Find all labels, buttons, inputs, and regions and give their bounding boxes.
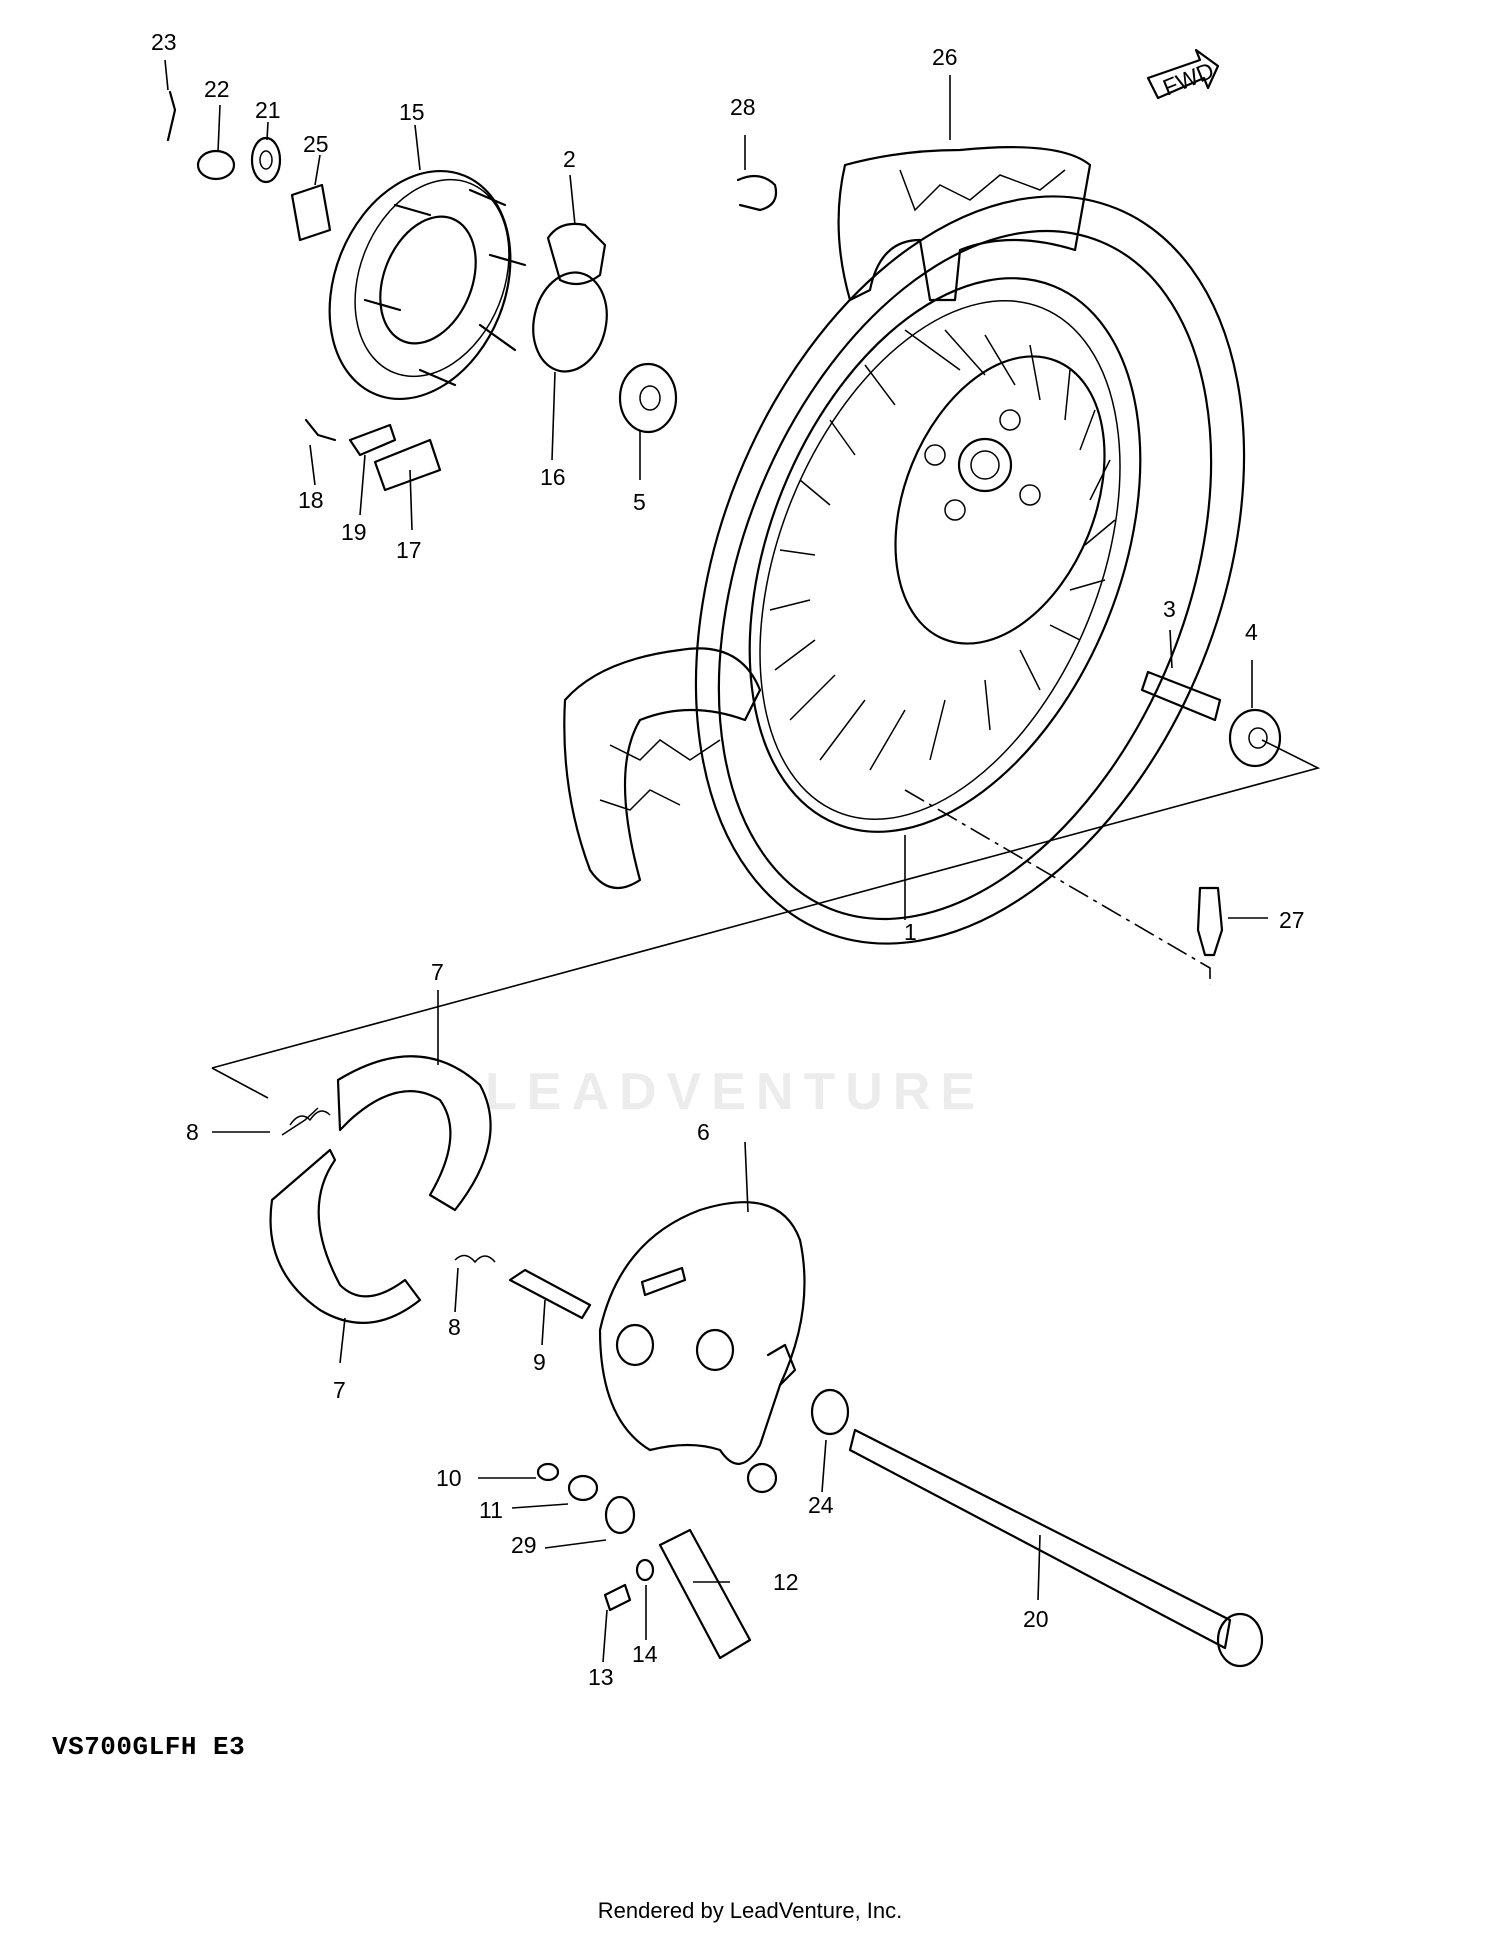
callout-26: 26 — [932, 44, 958, 70]
callout-2: 2 — [563, 146, 576, 172]
callout-13: 13 — [588, 1664, 614, 1690]
callout-11: 11 — [479, 1497, 503, 1523]
callout-numbers: 1 2 3 4 5 6 7 7 8 8 9 10 11 12 13 14 15 … — [151, 29, 1305, 1690]
model-code: VS700GLFH E3 — [52, 1732, 246, 1762]
callout-22: 22 — [204, 76, 230, 102]
callout-21: 21 — [255, 97, 281, 123]
callout-18: 18 — [298, 487, 324, 513]
watermark: LEADVENTURE — [485, 1063, 986, 1121]
callout-28: 28 — [730, 94, 756, 120]
assembly-guide-lines — [211, 739, 1321, 1099]
hub-internals — [532, 222, 678, 434]
rear-hub — [328, 169, 527, 401]
callout-12: 12 — [773, 1569, 799, 1595]
callout-19: 19 — [341, 519, 367, 545]
callout-leaders — [164, 59, 1268, 1663]
callout-8-left: 8 — [186, 1119, 199, 1145]
rear-wheel-assembly — [563, 146, 1246, 945]
callout-4: 4 — [1245, 619, 1258, 645]
callout-7-upper: 7 — [431, 959, 444, 985]
brake-panel — [598, 1201, 806, 1494]
callout-15: 15 — [399, 99, 425, 125]
callout-5: 5 — [633, 489, 646, 515]
callout-8-right: 8 — [448, 1314, 461, 1340]
brake-linkage — [508, 1268, 1264, 1668]
callout-20: 20 — [1023, 1606, 1049, 1632]
callout-1: 1 — [904, 919, 917, 945]
brake-shoes — [269, 1055, 496, 1324]
hub-bolt-bracket — [304, 418, 442, 492]
callout-6: 6 — [697, 1119, 710, 1145]
callout-23: 23 — [151, 29, 177, 55]
callout-16: 16 — [540, 464, 566, 490]
callout-17: 17 — [396, 537, 422, 563]
fwd-arrow-badge: FWD — [1146, 48, 1220, 101]
callout-14: 14 — [632, 1641, 658, 1667]
cable-clamp — [736, 174, 778, 212]
tire-valve — [1196, 886, 1224, 957]
callout-7-lower: 7 — [333, 1377, 346, 1403]
axle-spacer-bearing — [1140, 670, 1282, 768]
callout-3: 3 — [1163, 596, 1176, 622]
callout-29: 29 — [511, 1532, 537, 1558]
callout-25: 25 — [303, 131, 329, 157]
callout-10: 10 — [436, 1465, 462, 1491]
callout-27: 27 — [1279, 907, 1305, 933]
footer-credit: Rendered by LeadVenture, Inc. — [597, 1898, 903, 1923]
callout-24: 24 — [808, 1492, 834, 1518]
axle-nut-stack — [166, 90, 332, 242]
callout-9: 9 — [533, 1349, 546, 1375]
